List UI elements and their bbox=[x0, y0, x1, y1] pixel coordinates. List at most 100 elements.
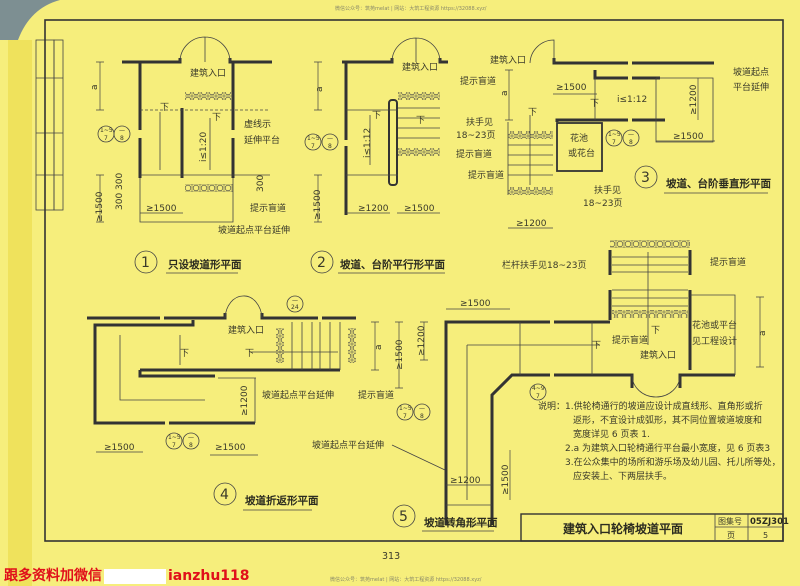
label-down: 下 bbox=[372, 111, 381, 121]
label-tactile: 提示盲道 bbox=[710, 256, 746, 268]
atlas-no-label: 图集号 bbox=[718, 516, 742, 526]
dim-ge1500: ≥1500 bbox=[673, 132, 704, 142]
diagram-title: 坡道折返形平面 bbox=[245, 494, 319, 507]
diagram-number: 1 bbox=[141, 255, 150, 271]
watermark-bottom: 微信公众号：筑苑melat | 网站：大筑工程资源 https://32088.… bbox=[330, 577, 482, 583]
label-down: 下 bbox=[416, 116, 425, 126]
label-slope: i≤1:12 bbox=[617, 95, 647, 105]
svg-text:8: 8 bbox=[328, 143, 332, 150]
dim-a: a bbox=[315, 86, 325, 92]
detail-ref-circles: 4~97 1~57 —8 bbox=[396, 383, 547, 421]
tactile-strip bbox=[185, 184, 233, 192]
label-tactile: 提示盲道 bbox=[456, 148, 492, 160]
dim-a: a bbox=[90, 84, 100, 90]
tactile-strip bbox=[610, 240, 690, 248]
svg-text:1~5: 1~5 bbox=[100, 127, 113, 134]
diagram-5-corner-ramp-plan: ≥1500 ≥1500 ≥1200 栏杆扶手见18~23页 提示盲道 提示盲道 … bbox=[312, 240, 768, 532]
svg-text:7: 7 bbox=[311, 143, 315, 150]
label-entrance: 建筑入口 bbox=[640, 349, 676, 361]
tactile-strip bbox=[348, 328, 356, 363]
svg-text:1~5: 1~5 bbox=[608, 131, 621, 138]
tactile-strip bbox=[398, 92, 440, 100]
detail-ref-circles: 1~57 —8 bbox=[304, 133, 339, 151]
dim-a: a bbox=[500, 90, 510, 96]
page-number: 313 bbox=[382, 551, 400, 562]
svg-text:1~5: 1~5 bbox=[168, 434, 181, 441]
dim-ge1200: ≥1200 bbox=[689, 84, 699, 115]
title-block: 建筑入口轮椅坡道平面 图集号 05ZJ301 页 5 bbox=[520, 513, 789, 542]
dim-ge1500: ≥1500 bbox=[146, 204, 177, 214]
label-ramp-extension: 坡道起点平台延伸 bbox=[312, 439, 384, 451]
label-ramp-extension: 坡道起点平台延伸 bbox=[262, 389, 334, 401]
tactile-strip bbox=[185, 92, 233, 100]
note-line: 2.a 为建筑入口轮椅通行平台最小宽度，见 6 页表3 bbox=[565, 442, 770, 454]
diagram-2-ramp-steps-parallel-plan: 建筑入口 下 下 i≤1:12 提示盲道 扶手见 18~23页 提示盲道 a ≥… bbox=[304, 37, 496, 274]
label-ramp-extension: 坡道起点平台延伸 bbox=[218, 224, 290, 236]
label-railing-handrail: 栏杆扶手见18~23页 bbox=[502, 259, 586, 271]
dim-ge1500: ≥1500 bbox=[404, 204, 435, 214]
label-handrail: 扶手见 bbox=[466, 116, 493, 128]
label-down: 下 bbox=[180, 349, 189, 359]
svg-text:7: 7 bbox=[403, 413, 407, 420]
label-down: 下 bbox=[590, 99, 599, 109]
diagram-number: 5 bbox=[399, 509, 408, 525]
dim-ge1500: ≥1500 bbox=[395, 339, 405, 370]
svg-text:8: 8 bbox=[629, 139, 633, 146]
svg-text:24: 24 bbox=[291, 304, 299, 311]
diagram-title: 坡道、台阶平行形平面 bbox=[340, 258, 445, 271]
dim-ge1500: ≥1500 bbox=[95, 191, 105, 222]
label-slope: i≤1:12 bbox=[363, 128, 373, 158]
label-entrance: 建筑入口 bbox=[402, 61, 438, 73]
dim-ge1200: ≥1200 bbox=[240, 385, 250, 416]
svg-text:8: 8 bbox=[120, 135, 124, 142]
label-tactile: 提示盲道 bbox=[612, 334, 648, 346]
label-planter: 花池 bbox=[570, 132, 588, 144]
label-tactile: 提示盲道 bbox=[460, 75, 496, 87]
dim-ge1500: ≥1500 bbox=[215, 443, 246, 453]
redaction-box bbox=[104, 568, 166, 584]
label-slope: i≤1:20 bbox=[199, 131, 209, 162]
detail-ref-circles: 1~57 —8 —24 bbox=[165, 295, 304, 450]
svg-text:7: 7 bbox=[104, 135, 108, 142]
label-extended-platform: 延伸平台 bbox=[244, 134, 280, 146]
diagram-title: 只设坡道形平面 bbox=[168, 258, 242, 271]
label-entrance: 建筑入口 bbox=[190, 67, 226, 79]
diagram-title: 坡道、台阶垂直形平面 bbox=[666, 177, 771, 190]
note-line: 1.供轮椅通行的坡道应设计成直线形、直角形或折 bbox=[565, 400, 763, 412]
drawing-title: 建筑入口轮椅坡道平面 bbox=[562, 521, 683, 536]
dim-300-300: 300 300 bbox=[115, 173, 125, 210]
label-entrance: 建筑入口 bbox=[490, 54, 526, 66]
svg-text:1~5: 1~5 bbox=[399, 405, 412, 412]
diagram-title: 坡道转角形平面 bbox=[424, 516, 498, 529]
diagram-4-switchback-ramp-plan: 建筑入口 下 下 坡道起点平台延伸 提示盲道 ≥1200 a ≥1500 ≥15… bbox=[87, 295, 394, 511]
footer-text-left: 跟多资料加微信 bbox=[4, 568, 102, 584]
label-planter: 或花台 bbox=[568, 147, 595, 159]
label-down: 下 bbox=[212, 113, 221, 123]
dim-a: a bbox=[758, 330, 768, 336]
page-no: 5 bbox=[763, 531, 768, 540]
label-down: 下 bbox=[245, 349, 254, 359]
label-tactile: 提示盲道 bbox=[468, 169, 504, 181]
dim-ge1500: ≥1500 bbox=[501, 464, 511, 495]
svg-text:1~5: 1~5 bbox=[307, 135, 320, 142]
note-line: 3.在公众集中的场所和游乐场及幼儿园、托儿所等处， bbox=[565, 456, 781, 468]
note-line: 宽度详见 6 页表 1. bbox=[573, 428, 650, 440]
dim-ge1500: ≥1500 bbox=[460, 299, 491, 309]
svg-text:8: 8 bbox=[420, 413, 424, 420]
tactile-strip bbox=[508, 187, 553, 195]
watermark-top: 微信公众号：筑苑melat | 网站：大筑工程资源 https://32088.… bbox=[335, 6, 487, 12]
tactile-strip bbox=[398, 148, 440, 156]
label-ramp-start: 坡道起点 bbox=[733, 66, 769, 78]
svg-text:4~9: 4~9 bbox=[532, 385, 545, 392]
note-line: 返形，不宜设计成弧形，其不同位置坡道坡度和 bbox=[573, 414, 762, 426]
label-down: 下 bbox=[528, 108, 537, 118]
svg-text:—: — bbox=[419, 405, 425, 412]
dim-ge1500: ≥1500 bbox=[556, 83, 587, 93]
notes-label: 说明： bbox=[538, 400, 565, 412]
label-see-project-design: 见工程设计 bbox=[692, 335, 737, 347]
dim-ge1500: ≥1500 bbox=[104, 443, 135, 453]
binding-strip bbox=[8, 40, 32, 586]
svg-text:—: — bbox=[119, 127, 125, 134]
dim-ge1200: ≥1200 bbox=[516, 219, 547, 229]
